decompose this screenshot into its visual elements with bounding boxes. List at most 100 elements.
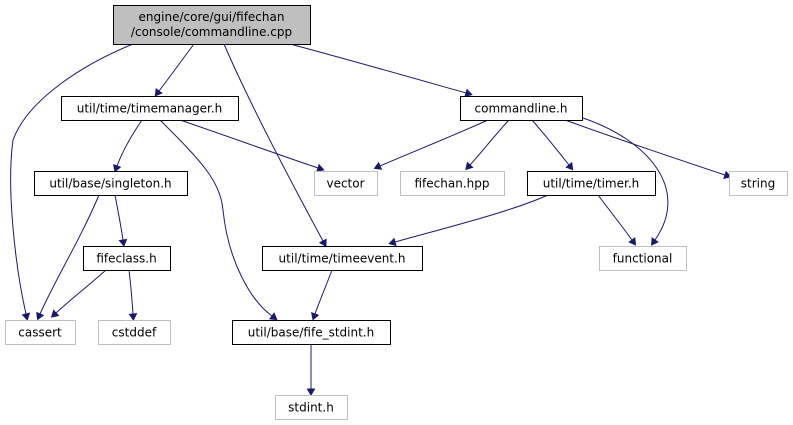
edge-line: [531, 119, 570, 166]
edge-arrowhead: [316, 163, 325, 172]
edge-singleton-to-cassert: [36, 194, 100, 321]
edge-arrowhead: [113, 164, 122, 173]
edge-arrowhead: [36, 311, 45, 321]
node-timemanager[interactable]: util/time/timemanager.h: [61, 96, 239, 121]
node-label: util/base/fife_stdint.h: [248, 326, 374, 340]
edge-fifeclass-to-cstddef: [128, 269, 138, 321]
node-stdint[interactable]: stdint.h: [275, 395, 348, 420]
edge-commandline-to-timer: [531, 119, 574, 171]
edge-line: [114, 194, 124, 241]
edge-timemanager-to-singleton: [113, 119, 143, 173]
node-string[interactable]: string: [729, 171, 788, 196]
node-vector[interactable]: vector: [314, 171, 378, 196]
node-functional[interactable]: functional: [599, 246, 687, 271]
node-label: util/time/timer.h: [543, 177, 640, 191]
node-box: [83, 246, 171, 271]
node-label: engine/core/gui/fifechan: [139, 10, 285, 24]
node-box: [34, 171, 188, 196]
node-box: [98, 320, 171, 345]
node-box: [275, 395, 348, 420]
node-box: [527, 171, 656, 196]
edge-line: [10, 43, 134, 315]
node-label: util/time/timemanager.h: [77, 102, 223, 116]
edge-arrowhead: [118, 238, 128, 247]
edge-arrowhead: [311, 312, 320, 321]
edge-singleton-to-fifeclass: [114, 194, 128, 247]
node-cstddef[interactable]: cstddef: [98, 320, 171, 345]
node-box: [262, 246, 423, 271]
edge-line: [579, 116, 669, 241]
edge-line: [564, 119, 726, 176]
edge-arrowhead: [268, 312, 278, 321]
node-label: fifechan.hpp: [415, 177, 490, 191]
edge-commandline-to-vector: [373, 119, 489, 170]
edge-line: [39, 194, 100, 315]
edge-line: [55, 269, 107, 314]
edge-fifeclass-to-cassert: [50, 269, 107, 318]
node-box: [113, 5, 311, 45]
edge-root-to-cassert: [10, 43, 134, 321]
node-label: functional: [613, 252, 673, 266]
node-box: [5, 320, 76, 345]
edge-line: [394, 194, 549, 243]
node-cassert[interactable]: cassert: [5, 320, 76, 345]
edge-arrowhead: [128, 313, 138, 321]
edge-arrowhead: [651, 237, 659, 246]
node-box: [599, 246, 687, 271]
edge-line: [159, 119, 273, 317]
edge-arrowhead: [465, 161, 474, 171]
edge-line: [179, 119, 319, 169]
node-box: [400, 171, 505, 196]
node-fifechan[interactable]: fifechan.hpp: [400, 171, 505, 196]
node-commandline[interactable]: commandline.h: [460, 96, 583, 121]
edge-line: [116, 119, 143, 167]
edge-root-to-timemanager: [154, 43, 195, 97]
edge-line: [597, 194, 633, 241]
edge-line: [314, 269, 333, 315]
edge-timemanager-to-vector: [179, 119, 325, 172]
edge-timer-to-functional: [597, 194, 637, 246]
node-label: commandline.h: [475, 102, 568, 116]
node-timer[interactable]: util/time/timer.h: [527, 171, 656, 196]
edge-timer-to-timeevent: [388, 194, 549, 247]
edge-timeevent-to-fife_stdint: [311, 269, 333, 321]
edges-layer: [10, 43, 732, 396]
node-box: [460, 96, 583, 121]
edge-arrowhead: [21, 312, 31, 321]
edge-root-to-timeevent: [223, 43, 327, 248]
node-label: util/base/singleton.h: [49, 177, 171, 191]
node-label: vector: [326, 177, 364, 191]
edge-arrowhead: [628, 237, 637, 246]
node-box: [61, 96, 239, 121]
node-label: cstddef: [112, 326, 157, 340]
edge-line: [379, 119, 489, 167]
edge-line: [469, 119, 510, 166]
edge-line: [289, 43, 467, 94]
edge-commandline-to-string: [564, 119, 732, 179]
node-box: [232, 320, 391, 345]
node-fifeclass[interactable]: fifeclass.h: [83, 246, 171, 271]
node-singleton[interactable]: util/base/singleton.h: [34, 171, 188, 196]
node-timeevent[interactable]: util/time/timeevent.h: [262, 246, 423, 271]
node-label: cassert: [18, 326, 62, 340]
edge-arrowhead: [373, 161, 383, 170]
edge-line: [223, 43, 324, 242]
node-fife_stdint[interactable]: util/base/fife_stdint.h: [232, 320, 391, 345]
node-root[interactable]: engine/core/gui/fifechan/console/command…: [113, 5, 311, 45]
edge-fife_stdint-to-stdint: [306, 344, 316, 396]
node-label: stdint.h: [288, 401, 334, 415]
edge-arrowhead: [318, 238, 327, 248]
node-label: fifeclass.h: [96, 252, 156, 266]
edge-arrowhead: [388, 237, 397, 247]
node-label: string: [741, 177, 775, 191]
edge-root-to-commandline: [289, 43, 473, 98]
edge-arrowhead: [154, 87, 163, 97]
edge-arrowhead: [306, 388, 316, 396]
edge-line: [128, 269, 134, 315]
node-label: /console/commandline.cpp: [131, 25, 292, 39]
edge-arrowhead: [50, 309, 60, 318]
node-box: [729, 171, 788, 196]
edge-timemanager-to-fife_stdint: [159, 119, 278, 321]
edge-line: [158, 43, 195, 92]
